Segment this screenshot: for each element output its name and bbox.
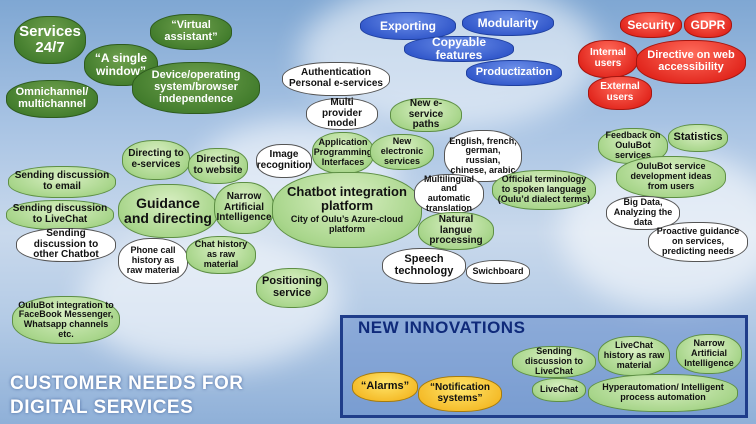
page-title-line1: CUSTOMER NEEDS FOR [10,373,244,394]
cloud-ni-livechat-history: LiveChat history as raw material [598,336,670,376]
cloud-virtual-assistant: “Virtual assistant” [150,14,232,50]
cloud-send-other-chatbot: Sending discussion to other Chatbot [16,228,116,262]
cloud-phone-call: Phone call history as raw material [118,238,188,284]
cloud-multi-provider: Multi provider model [306,97,378,130]
cloud-narrow-ai: Narrow Artificial Intelligence [214,182,274,234]
cloud-oulubot-integration: OuluBot integration to FaceBook Messenge… [12,296,120,344]
cloud-modularity: Modularity [462,10,554,36]
cloud-exporting: Exporting [360,12,456,40]
cloud-send-email: Sending discussion to email [8,166,116,198]
cloud-ni-send-livechat: Sending discussion to LiveChat [512,346,596,378]
platform-subtitle: City of Oulu’s Azure-cloud platform [290,214,404,235]
page-title: CUSTOMER NEEDS FOR DIGITAL SERVICES [10,372,244,420]
cloud-image-recognition: Image recognition [256,144,312,178]
cloud-copyable-features: Copyable features [404,36,514,62]
cloud-proactive-guidance: Proactive guidance on services, predicti… [648,222,748,262]
cloud-directive: Directive on web accessibility [636,40,746,84]
cloud-hyperautomation: Hyperautomation/ Intelligent process aut… [588,374,738,412]
cloud-authentication: Authentication Personal e-services [282,62,390,96]
cloud-send-livechat: Sending discussion to LiveChat [6,200,114,230]
cloud-multilingual: Multilingual and automatic translation [414,174,484,214]
cloud-api: Application Programming Interfaces [312,132,374,174]
cloud-directing-website: Directing to website [188,148,248,184]
cloud-device-independence: Device/operating system/browser independ… [132,62,260,114]
cloud-new-eservice-paths: New e-service paths [390,98,462,132]
cloud-omnichannel: Omnichannel/ multichannel [6,80,98,118]
cloud-natural-language: Natural langue processing [418,212,494,250]
cloud-chatbot-platform: Chatbot integration platform City of Oul… [272,172,422,248]
cloud-official-terminology: Official terminology to spoken language … [492,170,596,210]
cloud-positioning-service: Positioning service [256,268,328,308]
cloud-notification-systems: “Notification systems” [418,376,502,412]
cloud-ni-narrow-ai: Narrow Artificial Intelligence [676,334,742,374]
cloud-gdpr: GDPR [684,12,732,38]
cloud-new-electronic-services: New electronic services [370,134,434,170]
cloud-switchboard: Swichboard [466,260,530,284]
platform-title: Chatbot integration platform [287,184,407,214]
new-innovations-title: NEW INNOVATIONS [358,318,526,337]
cloud-chat-history: Chat history as raw material [186,236,256,274]
cloud-services-24-7: Services 24/7 [14,16,86,64]
cloud-ni-livechat: LiveChat [532,378,586,402]
cloud-security: Security [620,12,682,38]
cloud-internal-users: Internal users [578,40,638,78]
cloud-alarms: “Alarms” [352,372,418,402]
cloud-guidance-directing: Guidance and directing [118,184,218,238]
cloud-directing-eservices: Directing to e-services [122,140,190,180]
cloud-productization: Productization [466,60,562,86]
cloud-speech-technology: Speech technology [382,248,466,284]
cloud-statistics: Statistics [668,124,728,152]
cloud-external-users: External users [588,76,652,110]
page-title-line2: DIGITAL SERVICES [10,397,194,418]
cloud-feedback: Feedback on OuluBot services [598,128,668,164]
cloud-development-ideas: OuluBot service development ideas from u… [616,156,726,198]
